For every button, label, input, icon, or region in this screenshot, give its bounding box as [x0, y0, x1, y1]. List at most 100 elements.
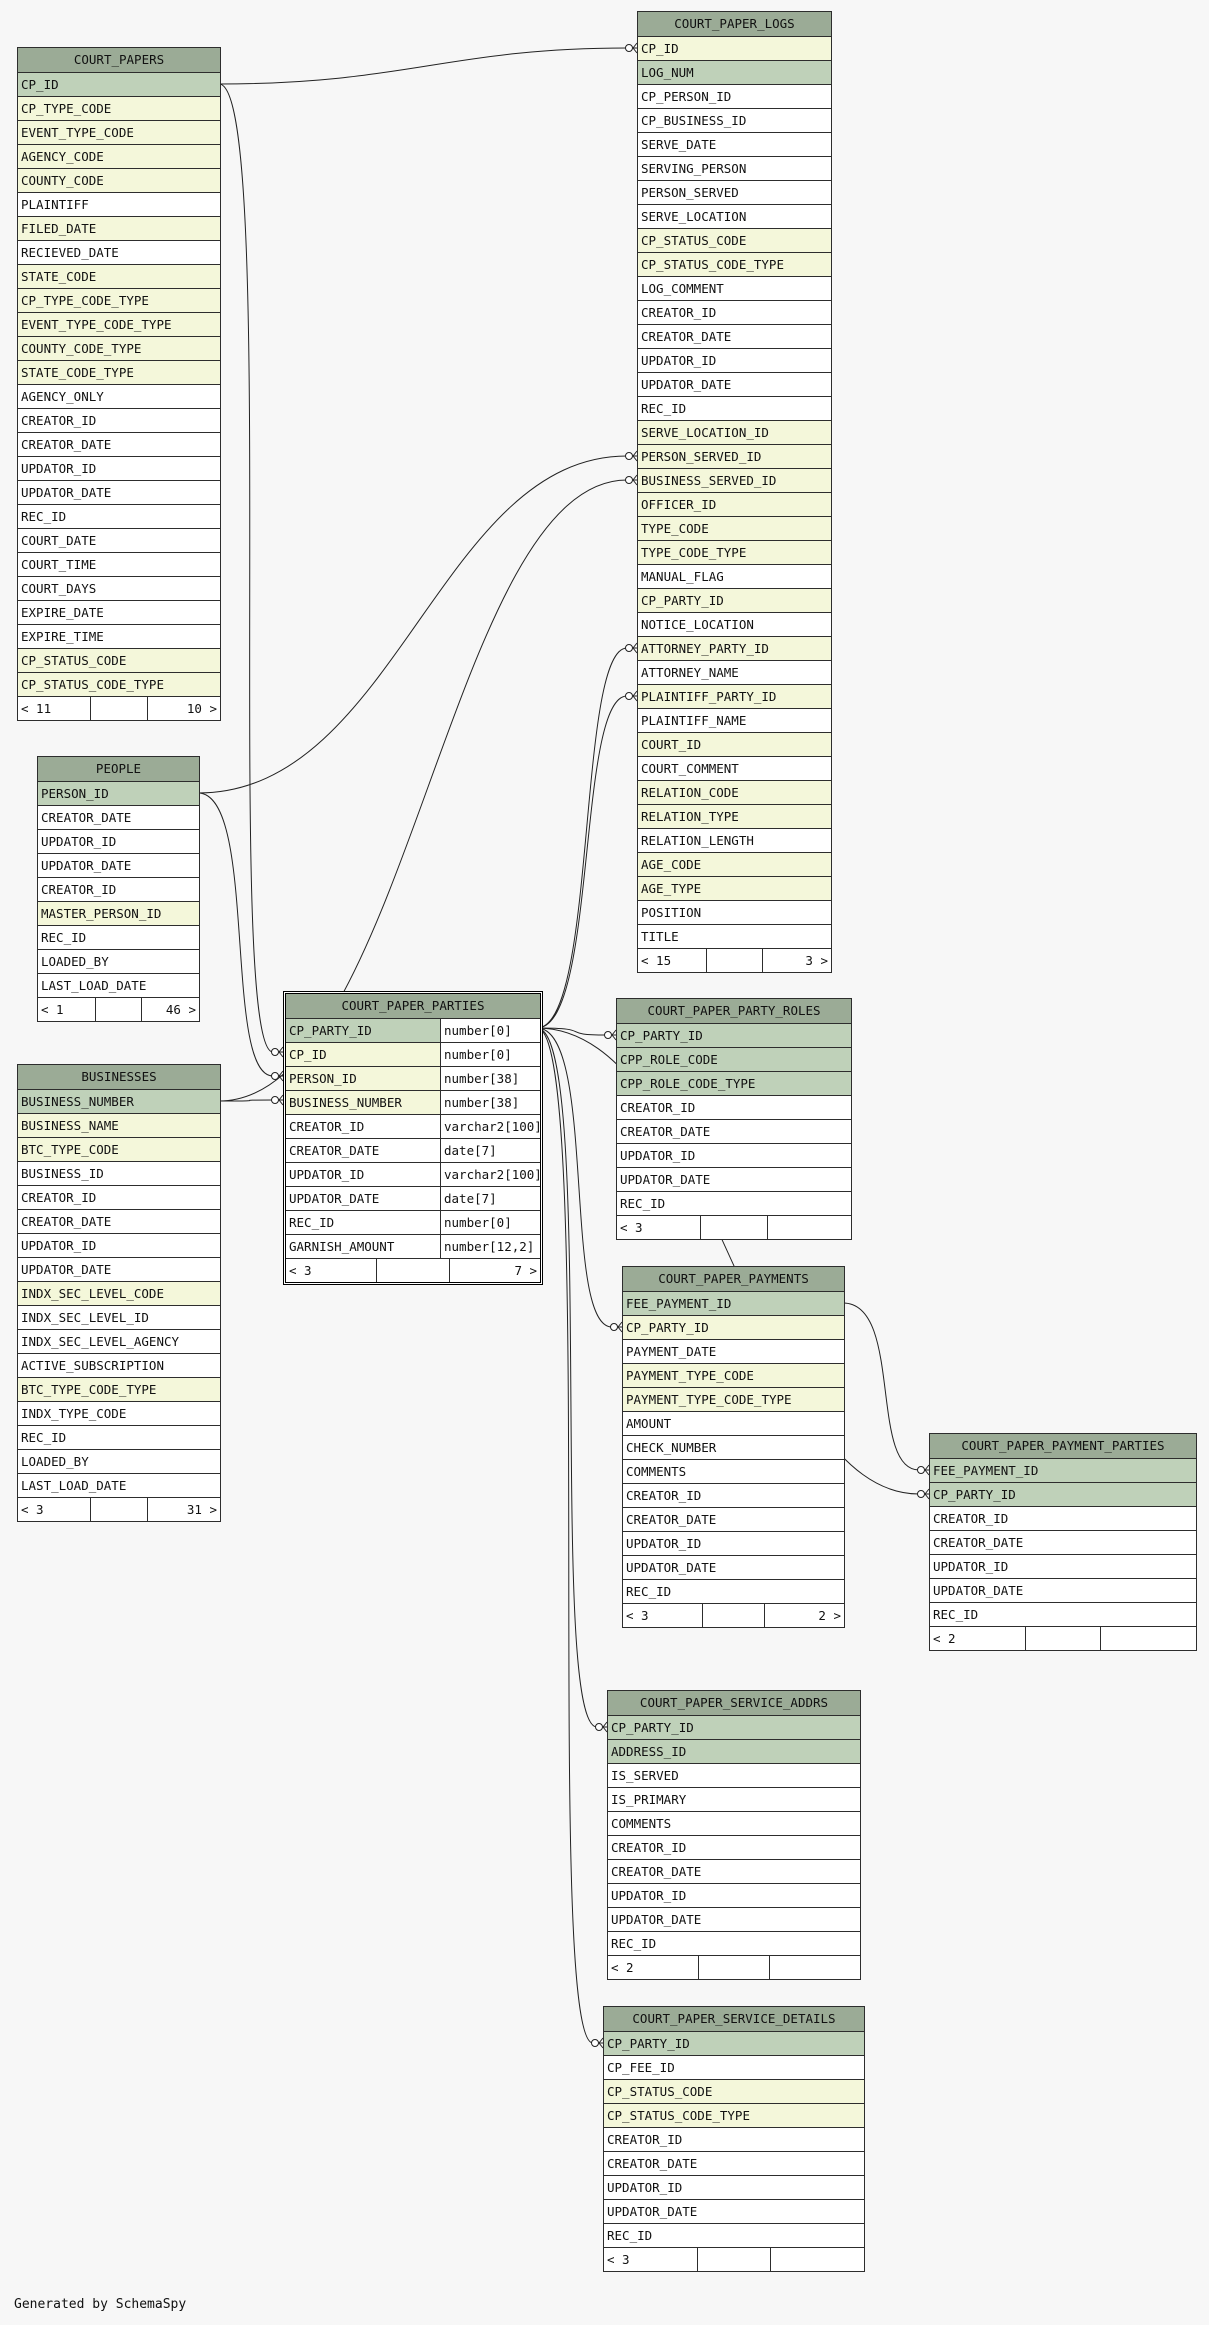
table-row[interactable]: RECIEVED_DATE: [18, 241, 220, 265]
table-row[interactable]: CP_PARTY_ID: [638, 589, 831, 613]
table-row[interactable]: INDX_TYPE_CODE: [18, 1402, 220, 1426]
table-row[interactable]: UPDATOR_DATE: [930, 1579, 1196, 1603]
table-row[interactable]: STATE_CODE_TYPE: [18, 361, 220, 385]
table-header[interactable]: COURT_PAPER_PAYMENTS: [623, 1267, 844, 1292]
table-row[interactable]: CHECK_NUMBER: [623, 1436, 844, 1460]
table-row[interactable]: ATTORNEY_PARTY_ID: [638, 637, 831, 661]
table-row[interactable]: SERVING_PERSON: [638, 157, 831, 181]
table-row[interactable]: UPDATOR_ID: [604, 2176, 864, 2200]
table-row[interactable]: CP_STATUS_CODE: [18, 649, 220, 673]
table-row[interactable]: CREATOR_DATE: [930, 1531, 1196, 1555]
table-row[interactable]: BUSINESS_NAME: [18, 1114, 220, 1138]
table-row[interactable]: CPP_ROLE_CODE_TYPE: [617, 1072, 851, 1096]
table-row[interactable]: CREATOR_ID: [617, 1096, 851, 1120]
table-row[interactable]: CP_ID: [18, 73, 220, 97]
table-row[interactable]: MASTER_PERSON_ID: [38, 902, 199, 926]
table-row[interactable]: CP_STATUS_CODE: [638, 229, 831, 253]
table-row[interactable]: PERSON_ID: [38, 782, 199, 806]
table-row[interactable]: CP_PARTY_ID: [604, 2032, 864, 2056]
table-row[interactable]: FEE_PAYMENT_ID: [930, 1459, 1196, 1483]
table-row[interactable]: CP_BUSINESS_ID: [638, 109, 831, 133]
table-row[interactable]: REC_ID: [604, 2224, 864, 2248]
table-row[interactable]: ADDRESS_ID: [608, 1740, 860, 1764]
table-row[interactable]: LOG_NUM: [638, 61, 831, 85]
table-row[interactable]: CP_TYPE_CODE_TYPE: [18, 289, 220, 313]
table-row[interactable]: UPDATOR_DATE: [18, 481, 220, 505]
table-row[interactable]: CREATOR_DATE: [638, 325, 831, 349]
table-row[interactable]: PLAINTIFF_NAME: [638, 709, 831, 733]
table-row[interactable]: FEE_PAYMENT_ID: [623, 1292, 844, 1316]
table-row[interactable]: BTC_TYPE_CODE: [18, 1138, 220, 1162]
table-row[interactable]: CP_PARTY_ID: [930, 1483, 1196, 1507]
table-row[interactable]: UPDATOR_DATE: [608, 1908, 860, 1932]
table-row[interactable]: AGENCY_ONLY: [18, 385, 220, 409]
table-row[interactable]: MANUAL_FLAG: [638, 565, 831, 589]
table-header[interactable]: COURT_PAPER_SERVICE_DETAILS: [604, 2007, 864, 2032]
table-row[interactable]: FILED_DATE: [18, 217, 220, 241]
table-row[interactable]: UPDATOR_DATE: [38, 854, 199, 878]
table-row[interactable]: RELATION_CODE: [638, 781, 831, 805]
table-row[interactable]: COMMENTS: [608, 1812, 860, 1836]
table-row[interactable]: UPDATOR_DATE: [638, 373, 831, 397]
table-row[interactable]: OFFICER_ID: [638, 493, 831, 517]
table-row[interactable]: LAST_LOAD_DATE: [18, 1474, 220, 1498]
table-header[interactable]: COURT_PAPER_SERVICE_ADDRS: [608, 1691, 860, 1716]
table-row[interactable]: COURT_DAYS: [18, 577, 220, 601]
table-row[interactable]: CREATOR_ID: [608, 1836, 860, 1860]
table-row[interactable]: LOG_COMMENT: [638, 277, 831, 301]
table-row[interactable]: UPDATOR_ID: [617, 1144, 851, 1168]
table-row[interactable]: NOTICE_LOCATION: [638, 613, 831, 637]
table-row[interactable]: CREATOR_ID: [18, 409, 220, 433]
table-row[interactable]: PAYMENT_TYPE_CODE_TYPE: [623, 1388, 844, 1412]
table-row[interactable]: INDX_SEC_LEVEL_AGENCY: [18, 1330, 220, 1354]
table-row[interactable]: REC_ID: [638, 397, 831, 421]
table-row[interactable]: INDX_SEC_LEVEL_ID: [18, 1306, 220, 1330]
table-row[interactable]: CP_PARTY_ID: [608, 1716, 860, 1740]
table-row[interactable]: BUSINESS_SERVED_ID: [638, 469, 831, 493]
table-row[interactable]: UPDATOR_ID: [623, 1532, 844, 1556]
table-row[interactable]: CREATOR_DATE: [623, 1508, 844, 1532]
table-row[interactable]: REC_ID: [38, 926, 199, 950]
table-row[interactable]: COURT_ID: [638, 733, 831, 757]
table-row[interactable]: REC_ID: [608, 1932, 860, 1956]
table-row[interactable]: UPDATOR_ID: [38, 830, 199, 854]
table-row[interactable]: COURT_DATE: [18, 529, 220, 553]
table-row[interactable]: ACTIVE_SUBSCRIPTION: [18, 1354, 220, 1378]
table-row[interactable]: CP_TYPE_CODE: [18, 97, 220, 121]
table-row[interactable]: TYPE_CODE_TYPE: [638, 541, 831, 565]
table-row[interactable]: REC_ID: [18, 1426, 220, 1450]
table-row[interactable]: REC_ID: [617, 1192, 851, 1216]
table-header[interactable]: COURT_PAPER_LOGS: [638, 12, 831, 37]
table-row[interactable]: COUNTY_CODE: [18, 169, 220, 193]
table-row[interactable]: PAYMENT_DATE: [623, 1340, 844, 1364]
table-row[interactable]: INDX_SEC_LEVEL_CODE: [18, 1282, 220, 1306]
table-row[interactable]: ATTORNEY_NAME: [638, 661, 831, 685]
table-row[interactable]: LOADED_BY: [18, 1450, 220, 1474]
table-header[interactable]: COURT_PAPERS: [18, 48, 220, 73]
table-row[interactable]: LOADED_BY: [38, 950, 199, 974]
table-row[interactable]: CREATOR_DATE: [608, 1860, 860, 1884]
table-header[interactable]: BUSINESSES: [18, 1065, 220, 1090]
table-row[interactable]: CP_STATUS_CODE_TYPE: [604, 2104, 864, 2128]
table-header[interactable]: COURT_PAPER_PARTY_ROLES: [617, 999, 851, 1024]
table-row[interactable]: UPDATOR_DATE: [617, 1168, 851, 1192]
table-row[interactable]: CP_STATUS_CODE: [604, 2080, 864, 2104]
table-row[interactable]: EVENT_TYPE_CODE: [18, 121, 220, 145]
table-row[interactable]: BUSINESS_NUMBER: [18, 1090, 220, 1114]
table-row[interactable]: UPDATOR_ID: [608, 1884, 860, 1908]
table-row[interactable]: PLAINTIFF_PARTY_ID: [638, 685, 831, 709]
table-row[interactable]: CP_PARTY_ID: [623, 1316, 844, 1340]
table-row[interactable]: IS_SERVED: [608, 1764, 860, 1788]
table-row[interactable]: COURT_COMMENT: [638, 757, 831, 781]
